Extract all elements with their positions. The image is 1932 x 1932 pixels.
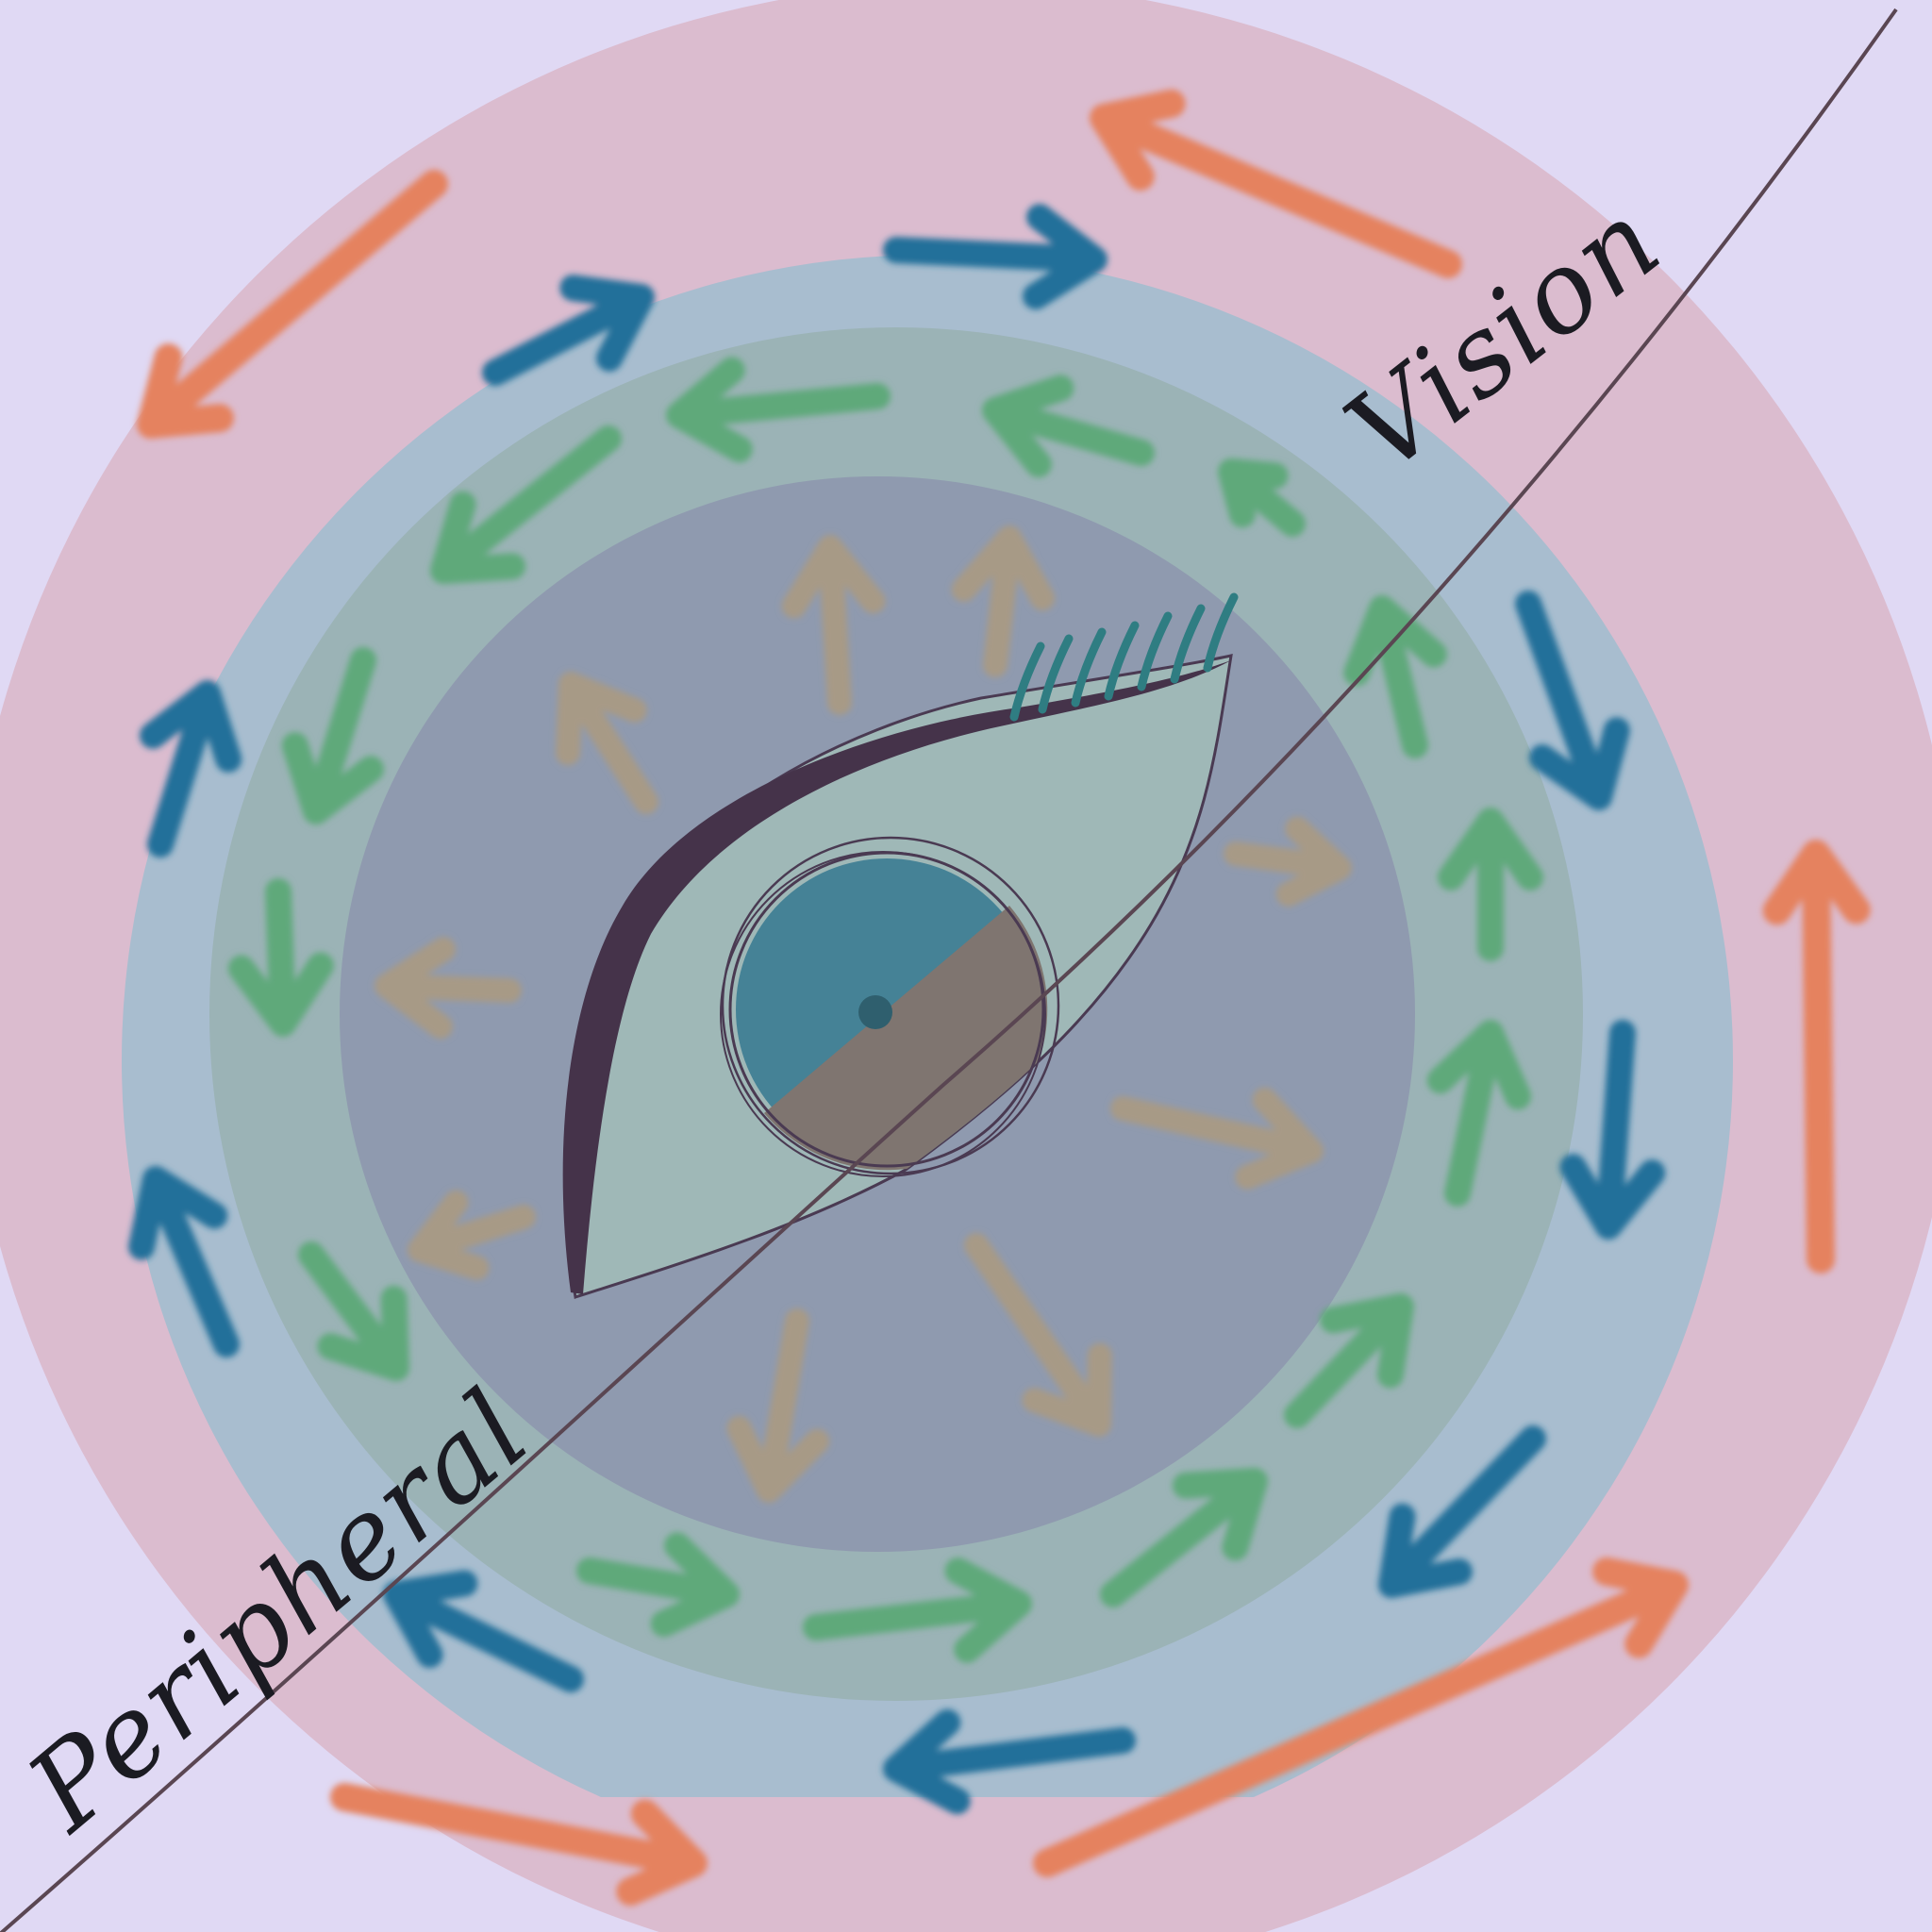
orange-arrow-3	[1033, 1557, 1689, 1877]
orange-arrow-4	[330, 1783, 708, 1907]
green-arrow-4	[298, 1241, 409, 1381]
blue-arrow-0	[482, 275, 655, 386]
blue-arrow-4	[1378, 1425, 1546, 1598]
eyelash	[1137, 611, 1173, 691]
green-arrow-13	[982, 375, 1155, 478]
eyelashes	[1009, 592, 1239, 722]
tan-arrow-1	[951, 525, 1056, 677]
blue-arrow-7	[128, 1166, 240, 1357]
tan-arrow-5	[964, 1233, 1112, 1437]
blue-arrow-5	[883, 1708, 1136, 1815]
green-arrow-7	[1100, 1468, 1268, 1607]
iris-lower-half	[764, 906, 1048, 1171]
eyelash	[1203, 592, 1239, 673]
tan-arrow-0	[781, 535, 886, 715]
green-arrow-9	[1426, 1020, 1532, 1207]
blue-arrow-1	[883, 204, 1108, 310]
green-arrow-1	[430, 425, 622, 584]
arrow-group	[128, 89, 1871, 1907]
tan-arrow-4	[1110, 1087, 1324, 1190]
green-arrow-8	[1284, 1293, 1414, 1428]
diagonal-divider-line	[0, 8, 1898, 1932]
green-arrow-3	[227, 878, 334, 1037]
orange-arrow-2	[1762, 840, 1871, 1274]
tan-arrow-6	[726, 1308, 830, 1503]
eyelash	[1009, 641, 1045, 722]
eyelash	[1038, 634, 1074, 714]
green-arrow-10	[1438, 808, 1543, 961]
green-arrow-2	[281, 647, 384, 824]
tan-arrow-2	[555, 672, 658, 814]
green-arrow-12	[1218, 458, 1306, 537]
green-arrow-6	[803, 1557, 1032, 1663]
tan-arrow-3	[1224, 816, 1352, 907]
iris-outline-2	[721, 836, 1060, 1175]
blue-arrow-8	[140, 680, 242, 858]
eyelash	[1104, 621, 1140, 701]
green-arrow-5	[576, 1532, 740, 1638]
eyelash	[1071, 627, 1107, 708]
green-arrow-0	[666, 357, 891, 463]
blue-arrow-3	[1559, 1020, 1666, 1240]
upper-eyelid	[562, 660, 1231, 1294]
orange-arrow-0	[137, 170, 448, 439]
tan-arrow-8	[375, 937, 522, 1040]
iris-outline-3	[720, 851, 1046, 1177]
green-arrow-11	[1343, 595, 1447, 758]
eyelash	[1170, 604, 1206, 684]
blue-arrow-2	[1515, 591, 1630, 810]
tan-arrow-7	[408, 1190, 536, 1280]
orange-arrow-1	[1090, 89, 1462, 278]
blue-arrow-6	[383, 1570, 584, 1692]
eye-icon	[562, 592, 1239, 1299]
pupil	[858, 995, 892, 1029]
